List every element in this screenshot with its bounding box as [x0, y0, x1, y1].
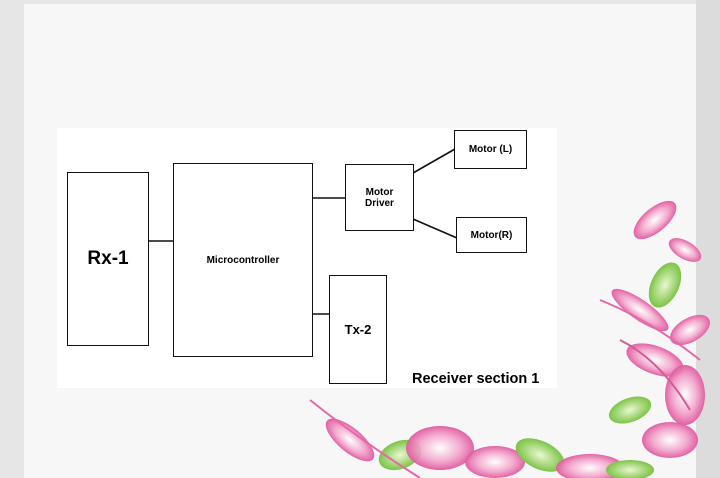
motor-right-block: Motor(R): [456, 217, 527, 253]
diagram-caption: Receiver section 1: [412, 371, 540, 387]
leaf: [648, 262, 682, 308]
motor-driver-block: Motor Driver: [345, 164, 414, 231]
motor-right-label: Motor(R): [470, 229, 513, 241]
microcontroller-label: Microcontroller: [206, 254, 280, 266]
driver-to-motor-left-line: [412, 148, 456, 174]
flower-petal: [325, 418, 375, 462]
flower-stem: [619, 339, 691, 411]
rx1-block: Rx-1: [67, 172, 149, 346]
flower-petal: [668, 238, 702, 262]
motor-driver-label-line2: Driver: [365, 197, 394, 209]
flower-petal: [670, 314, 710, 346]
flower-stem: [599, 299, 701, 361]
tx2-label: Tx-2: [344, 322, 372, 337]
rx1-label: Rx-1: [87, 248, 129, 269]
microcontroller-block: Microcontroller: [173, 163, 313, 357]
flower-petal: [665, 365, 705, 425]
leaf: [606, 460, 654, 478]
driver-to-motor-right-line: [412, 218, 458, 239]
leaf: [608, 396, 652, 424]
flower-petal: [465, 446, 525, 478]
flower-petal: [642, 422, 698, 458]
tx2-block: Tx-2: [329, 275, 387, 384]
motor-left-block: Motor (L): [454, 130, 527, 169]
flower-stem: [309, 399, 421, 478]
leaf: [515, 438, 565, 472]
flower-petal: [633, 200, 677, 240]
motor-left-label: Motor (L): [468, 144, 513, 155]
flower-petal: [611, 288, 669, 332]
motor-driver-label-line1: Motor: [365, 186, 394, 198]
flower-petal: [406, 426, 474, 470]
